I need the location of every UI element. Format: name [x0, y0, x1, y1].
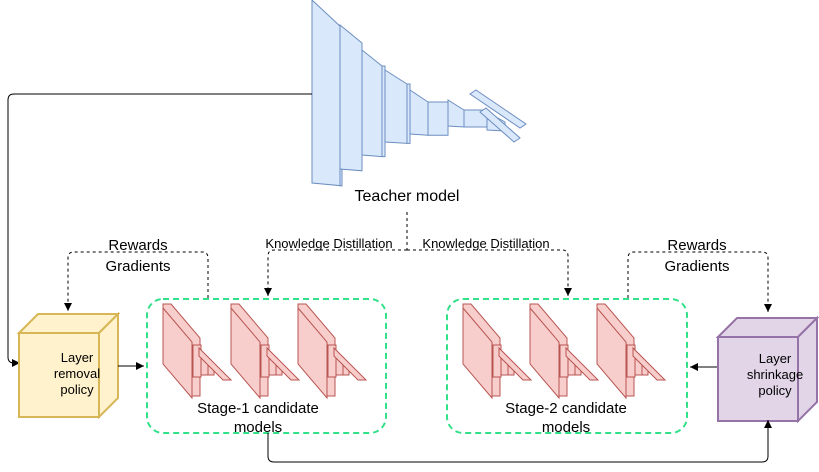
candidate-layer-thin: [198, 346, 233, 381]
candidate-network-icon: [529, 303, 600, 400]
teacher-layer-thin: [469, 89, 527, 129]
policy-cube-icon: [715, 315, 819, 424]
kd-left-label: Knowledge Distillation: [265, 236, 392, 251]
candidate-network-icon: [162, 303, 233, 400]
teacher-layer-thin: [479, 107, 521, 143]
teacher-layer-face: [427, 101, 449, 136]
kd-right-arrow: [407, 249, 572, 296]
candidate-layer-face: [230, 306, 261, 400]
cube-edge: [718, 336, 799, 421]
candidate-network-icon: [596, 303, 667, 400]
teacher-layer-face: [381, 65, 386, 158]
candidate-layer-face: [162, 306, 193, 400]
kd-right-label: Knowledge Distillation: [422, 236, 549, 251]
candidate-layer-thin: [498, 346, 533, 381]
candidate-network-icon: [297, 303, 368, 400]
removal-line1: Layer: [61, 350, 94, 365]
left-feedback-arrow: [64, 251, 209, 311]
candidate-layer-thin: [632, 346, 667, 381]
candidate-network-icon: [230, 303, 301, 400]
shrinkage-line1: Layer: [759, 351, 792, 366]
left-rewards-label: Rewards: [108, 237, 167, 254]
teacher-model-label: Teacher model: [355, 188, 460, 205]
candidate-layer-face: [462, 306, 493, 400]
stage2-group: [446, 298, 688, 434]
candidate-layer-thin: [333, 346, 368, 381]
stage1-candidate-models: [162, 303, 368, 400]
teacher-layer-side: [311, 0, 343, 187]
candidate-layer-thin: [266, 346, 301, 381]
shrinkage-line2: shrinkage: [747, 367, 803, 382]
teacher-to-removal-arrow: [7, 93, 312, 367]
stage2-candidate-models: [462, 303, 667, 400]
stage1-label-line1: Stage-1 candidate: [197, 400, 319, 417]
cube-front-face: [18, 332, 100, 418]
right-gradients-label: Gradients: [664, 258, 729, 275]
removal-line2: removal: [54, 366, 100, 381]
stage1-to-shrinkage-arrow: [267, 420, 772, 463]
teacher-layer-side: [384, 69, 408, 144]
stage2-label-line2: models: [542, 419, 590, 436]
removal-line3: policy: [60, 382, 94, 397]
candidate-layer-face: [297, 306, 328, 400]
candidate-layer-face: [596, 306, 627, 400]
candidate-network-icon: [462, 303, 533, 400]
teacher-layer-side: [361, 48, 383, 158]
teacher-layer-side: [447, 99, 465, 128]
teacher-layer-face: [406, 83, 411, 144]
cube-edge: [19, 332, 100, 417]
kd-left-arrow: [268, 212, 408, 296]
teacher-layer-side: [409, 89, 429, 136]
stage1-group: [146, 298, 387, 434]
right-rewards-label: Rewards: [667, 237, 726, 254]
teacher-layer-side: [339, 23, 363, 172]
teacher-network-icon: [311, 0, 527, 187]
candidate-layer-thin: [565, 346, 600, 381]
stage1-label-line2: models: [234, 419, 282, 436]
policy-cube-icon: [16, 311, 121, 420]
stage2-label-line1: Stage-2 candidate: [505, 400, 627, 417]
shrinkage-line3: policy: [758, 383, 792, 398]
right-feedback-arrow: [627, 251, 772, 312]
left-gradients-label: Gradients: [105, 258, 170, 275]
cube-side-face: [98, 311, 119, 420]
candidate-layer-face: [529, 306, 560, 400]
